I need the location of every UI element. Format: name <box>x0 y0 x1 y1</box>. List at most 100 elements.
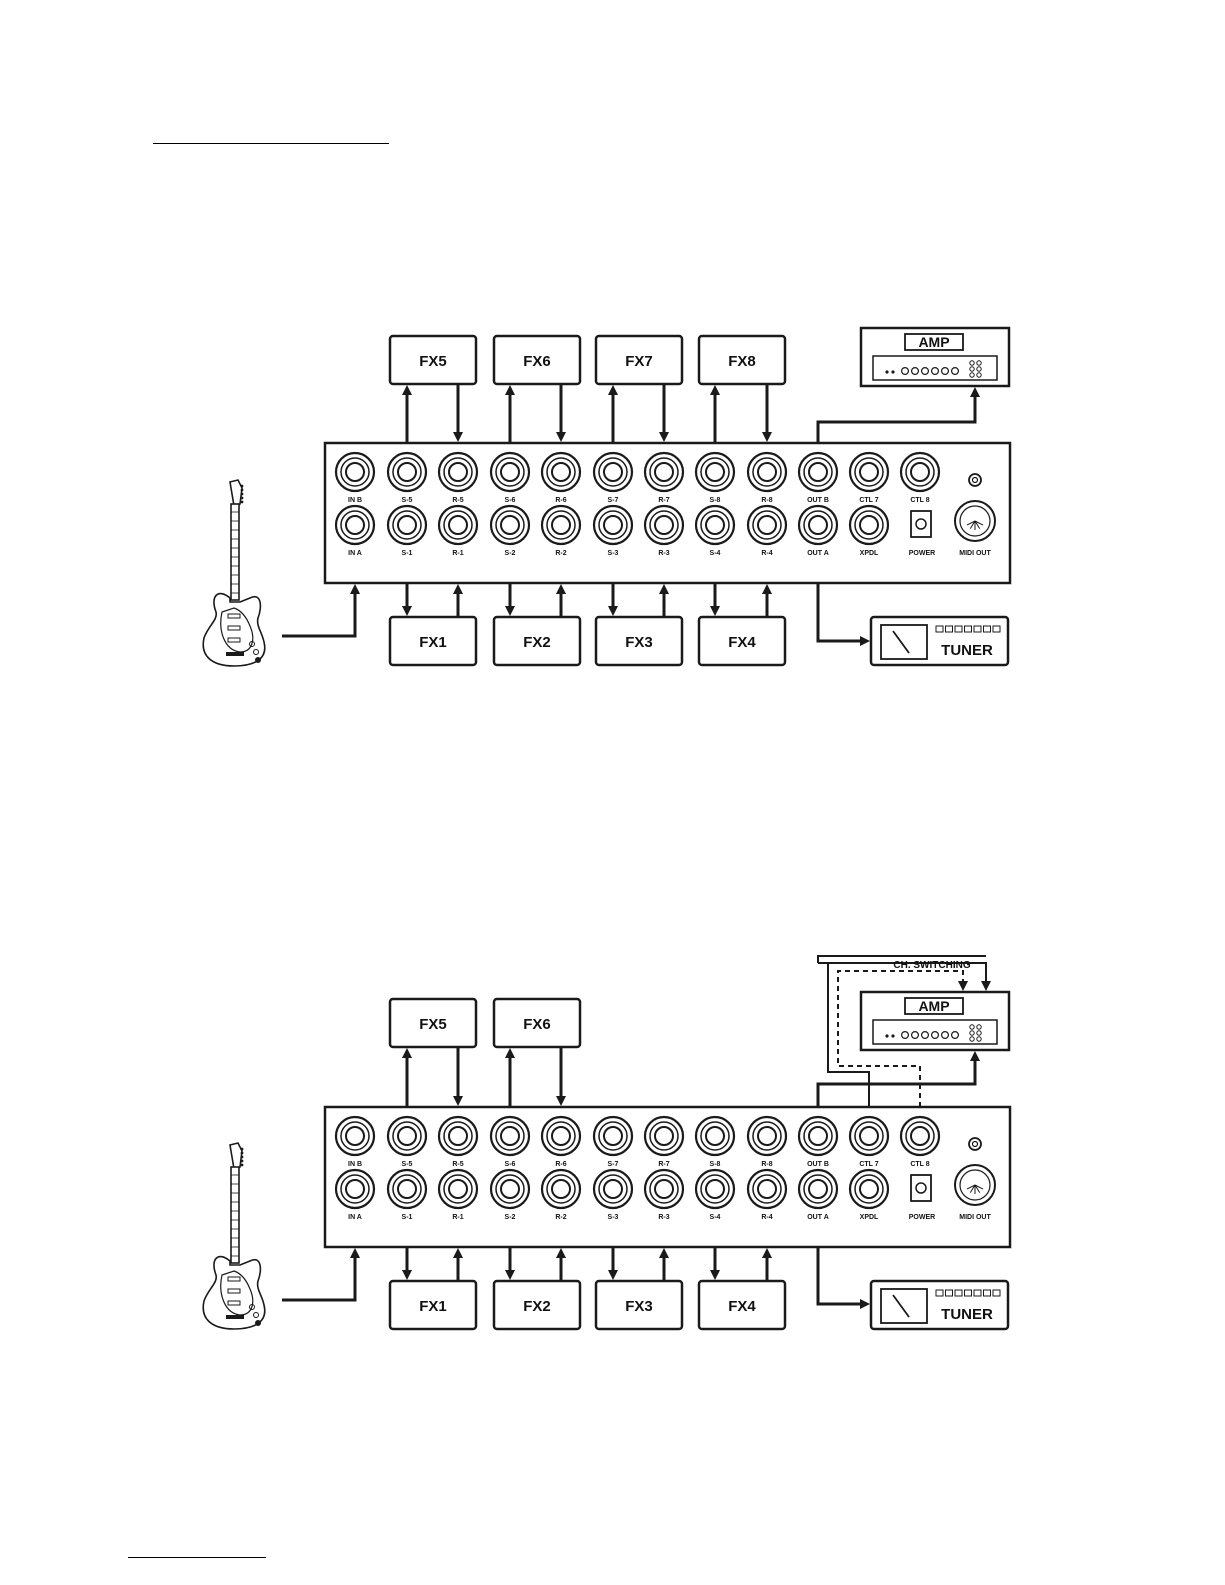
jack-hole <box>654 515 674 535</box>
jack-hole <box>808 1126 828 1146</box>
jack-hole <box>705 462 725 482</box>
jack-ring <box>443 457 473 487</box>
guitar-pickup <box>227 637 241 643</box>
jack-r-7: R-7 <box>643 451 685 504</box>
jack-ring <box>340 457 370 487</box>
tuner-led <box>992 625 1001 633</box>
midi-pin <box>974 1184 984 1190</box>
screw-center <box>971 476 979 484</box>
jack-label: R-8 <box>761 1161 772 1168</box>
jack-ring <box>392 457 422 487</box>
guitar-tuning-peg <box>240 492 244 496</box>
fx-box-outline <box>388 615 478 667</box>
jack-hole <box>859 462 879 482</box>
amp-input-jack <box>969 1036 975 1042</box>
jack-ring <box>495 510 525 540</box>
fx-box-outline <box>492 615 582 667</box>
fx-box-label: FX4 <box>728 634 756 651</box>
fx-box-fx8: FX8 <box>697 334 787 386</box>
fx-box-fx6: FX6 <box>492 997 582 1049</box>
midi-jack-ring <box>959 505 991 537</box>
midi-pin <box>969 1184 976 1193</box>
jack-out-a: OUT A <box>797 504 839 557</box>
jack-label: R-1 <box>452 550 463 557</box>
jack-s-8: S-8 <box>694 1115 736 1168</box>
jack-hole <box>705 1179 725 1199</box>
jack-in-a: IN A <box>334 1168 376 1221</box>
jack-hole <box>705 1126 725 1146</box>
jack-hole <box>345 1179 365 1199</box>
jack-ring <box>443 1174 473 1204</box>
jack-s-4: S-4 <box>694 1168 736 1221</box>
jack-label: R-8 <box>761 497 772 504</box>
amp-input-jack <box>969 1030 975 1036</box>
jack-ring <box>905 1121 935 1151</box>
jack-ring <box>443 1121 473 1151</box>
jack-hole <box>345 1126 365 1146</box>
jack-hole <box>397 462 417 482</box>
power-label: POWER <box>909 1214 935 1221</box>
jack-label: OUT B <box>807 1161 829 1168</box>
fx-box-label: FX4 <box>728 1298 756 1315</box>
jack-ring <box>392 1174 422 1204</box>
tuner-cable <box>816 583 870 646</box>
jack-ring <box>854 1121 884 1151</box>
screw-center <box>971 1140 979 1148</box>
amp-knob-icon <box>930 1030 939 1039</box>
jack-ring <box>392 1121 422 1151</box>
amp-led <box>891 370 895 374</box>
jack-r-4: R-4 <box>746 504 788 557</box>
fx-box-fx1: FX1 <box>388 615 478 667</box>
jack-label: R-4 <box>761 1214 772 1221</box>
amp-led <box>885 1034 889 1038</box>
jack-r-3: R-3 <box>643 504 685 557</box>
amp-knob-icon <box>910 1030 919 1039</box>
fx-box-label: FX3 <box>625 1298 653 1315</box>
jack-ring <box>803 1174 833 1204</box>
jack-hole <box>397 1179 417 1199</box>
guitar-icon <box>202 1142 266 1330</box>
jack-label: S-7 <box>608 1161 619 1168</box>
jack-ring <box>803 1121 833 1151</box>
ch-switch-cable-ctl8 <box>837 970 968 1107</box>
guitar-output-jack <box>255 1320 261 1326</box>
tuner-led <box>954 625 963 633</box>
guitar-headstock <box>229 479 243 508</box>
jack-hole <box>603 1126 623 1146</box>
guitar-neck <box>230 1166 240 1264</box>
jack-out-b: OUT B <box>797 1115 839 1168</box>
fx-box-outline <box>697 1279 787 1331</box>
jack-hole <box>808 462 828 482</box>
jack-hole <box>500 1126 520 1146</box>
guitar-headstock <box>229 1142 243 1171</box>
jack-hole <box>551 1179 571 1199</box>
jack-hole <box>808 1179 828 1199</box>
power-jack-icon <box>910 510 932 538</box>
jack-r-5: R-5 <box>437 451 479 504</box>
jack-r-5: R-5 <box>437 1115 479 1168</box>
jack-s-2: S-2 <box>489 1168 531 1221</box>
amp-cable <box>816 387 980 443</box>
power-jack-hole <box>915 518 927 530</box>
jack-hole <box>859 1179 879 1199</box>
jack-ring <box>495 457 525 487</box>
jack-label: S-4 <box>710 1214 721 1221</box>
guitar-pickup <box>227 613 241 619</box>
jack-label: CTL 8 <box>910 1161 929 1168</box>
amp-led <box>891 1034 895 1038</box>
guitar-knob <box>253 649 259 655</box>
tuner-led <box>992 1289 1001 1297</box>
guitar-bridge <box>226 652 244 656</box>
amp-label: AMP <box>918 998 949 1014</box>
jack-hole <box>859 1126 879 1146</box>
jack-in-a: IN A <box>334 504 376 557</box>
jack-ring <box>495 1121 525 1151</box>
fx-box-fx2: FX2 <box>492 615 582 667</box>
fx-box-label: FX2 <box>523 634 551 651</box>
jack-ring <box>649 1121 679 1151</box>
jack-ring <box>700 457 730 487</box>
jack-label: IN A <box>348 550 362 557</box>
amp-input-jack <box>969 360 975 366</box>
amp-control-panel <box>872 355 998 381</box>
guitar-knob <box>249 641 255 647</box>
